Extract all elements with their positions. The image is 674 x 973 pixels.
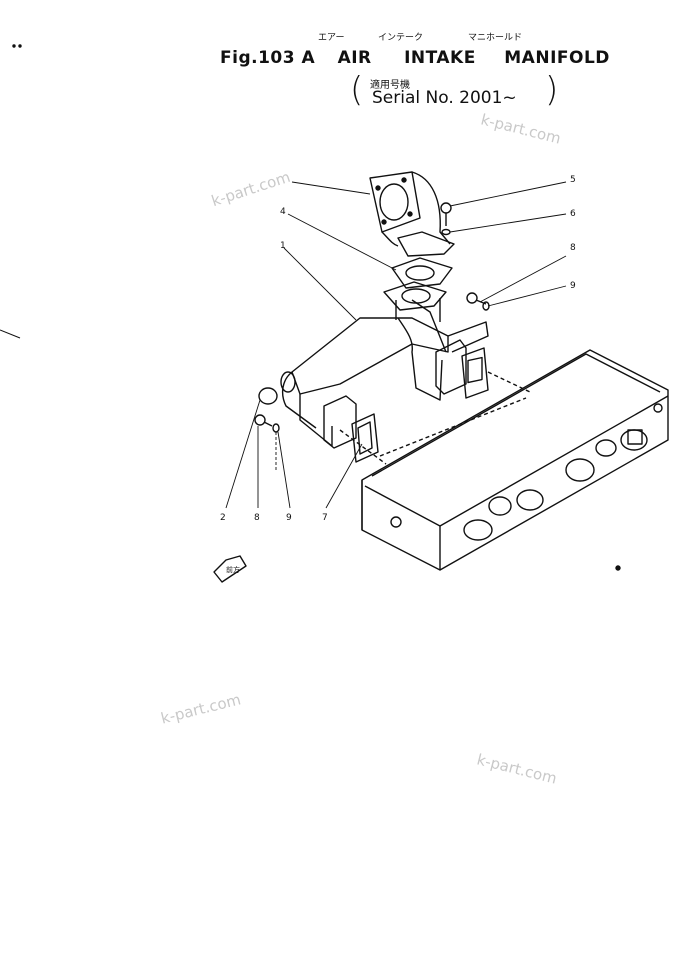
title-word-intake: INTAKE — [404, 48, 476, 68]
callout-7: 7 — [322, 513, 328, 523]
serial-label-jp: 適用号機 — [370, 80, 410, 91]
figure-title: Fig.103 A AIR INTAKE MANIFOLD — [220, 48, 610, 68]
callout-8: 8 — [570, 243, 576, 253]
callout-5: 5 — [570, 175, 576, 185]
gasket-7-right — [461, 347, 489, 399]
bolt-8-left — [254, 414, 280, 433]
direction-label: 前方 — [226, 565, 240, 574]
kana-manifold: マニホールド — [468, 33, 523, 43]
callout-2: 2 — [220, 513, 226, 523]
bolt-8-right — [466, 292, 490, 311]
gasket-7-left — [351, 413, 379, 463]
title-word-air: AIR — [337, 48, 372, 68]
serial-number: Serial No. 2001~ — [372, 88, 517, 108]
plug-2 — [258, 387, 278, 405]
cylinder-head — [339, 349, 669, 571]
callout-9: 9 — [570, 281, 576, 291]
callout-4: 4 — [280, 207, 286, 217]
gasket-4 — [391, 257, 453, 289]
washer-6 — [441, 228, 451, 236]
title-word-manifold: MANIFOLD — [504, 48, 610, 68]
callout-9-lower: 9 — [286, 513, 292, 523]
elbow-cover — [369, 171, 455, 257]
kana-air: エアー — [318, 33, 345, 43]
bolt-5 — [440, 202, 452, 226]
callout-6: 6 — [570, 209, 576, 219]
callout-8-lower: 8 — [254, 513, 260, 523]
intake-manifold — [280, 281, 489, 449]
fig-number: Fig.103 A — [220, 48, 316, 68]
front-direction-arrow — [213, 555, 247, 583]
callout-1: 1 — [280, 241, 286, 251]
paren-left: ( — [350, 70, 364, 110]
leader-lines — [225, 181, 567, 509]
kana-intake: インテーク — [378, 33, 424, 43]
paren-right: ) — [545, 70, 559, 110]
